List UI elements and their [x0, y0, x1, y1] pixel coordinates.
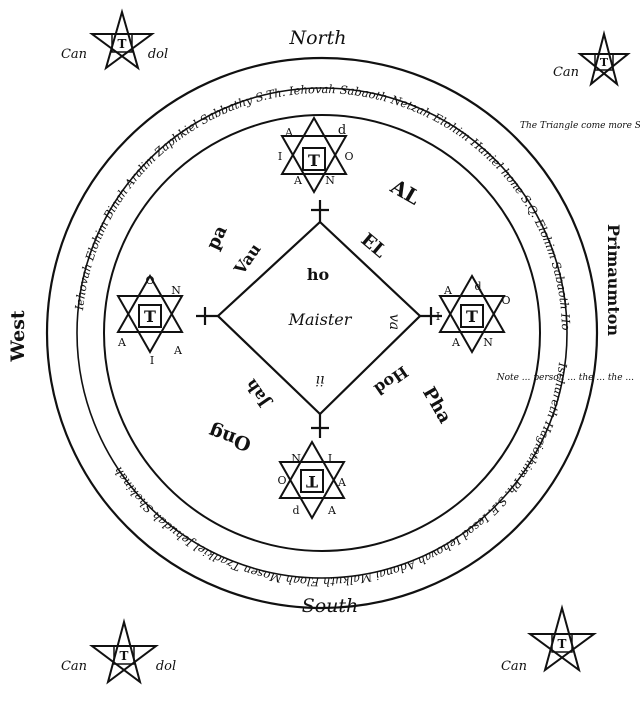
star-point-letter: d [292, 504, 299, 517]
word-vau: Vau [230, 240, 265, 279]
word-ong: Ong [206, 420, 255, 456]
cross-top [311, 200, 329, 222]
star-point-letter: O [344, 150, 353, 163]
star-point-letter: A [117, 336, 127, 349]
star-point-letter: d [474, 280, 481, 293]
corner-label-left: Can [61, 47, 87, 62]
word-el: EL [357, 229, 391, 262]
word-jah: Jah [241, 375, 275, 412]
star-point-letter: N [171, 284, 181, 297]
pentagram-letter: T [600, 56, 609, 69]
direction-north: North [288, 27, 346, 49]
pentagram-bottom-right: T Can [501, 604, 598, 674]
direction-south: South [302, 595, 359, 617]
star-point-letter: A [337, 476, 347, 489]
star-point-letter: A [284, 126, 294, 139]
word-pa: pa [202, 222, 231, 253]
inner-circle [103, 114, 541, 552]
pentagram-top-right: T Can [553, 30, 631, 87]
direction-east: Primaumton [604, 224, 623, 336]
star-point-letter: N [483, 336, 493, 349]
hexagram-right: T A d N A I O [436, 273, 511, 355]
star-point-letter: A [327, 504, 337, 517]
hexagram-top: T A d N A I O [278, 115, 354, 195]
star-center-letter: T [306, 472, 318, 491]
star-point-letter: A [451, 336, 461, 349]
corner-label-right: dol [156, 659, 176, 674]
pentagram-top-left: T Can dol [61, 8, 168, 71]
corner-label-left: Can [61, 659, 87, 674]
pentagram-letter: T [558, 637, 567, 651]
word-al: AL [386, 174, 424, 210]
word-va: va [386, 314, 402, 330]
star-center-letter: T [308, 151, 320, 170]
hexagram-left: T O N A A I [116, 273, 184, 367]
star-point-letter: I [150, 354, 154, 367]
star-center-letter: T [466, 307, 478, 326]
word-hod: Hod [371, 362, 412, 399]
star-center-letter: T [144, 307, 156, 326]
word-maister: Maister [288, 310, 353, 329]
star-point-letter: I [278, 150, 282, 163]
corner-label-left: Can [501, 659, 527, 674]
pentagram-letter: T [118, 37, 127, 51]
star-point-letter: N [325, 174, 335, 187]
outer-ring-inner [76, 87, 568, 579]
pentagram-bottom-left: T Can dol [61, 618, 176, 685]
cross-right [420, 307, 442, 325]
star-point-letter: O [501, 294, 510, 307]
word-ii: ii [316, 372, 325, 388]
margin-note-right: Note ... person ... the ... the ... [496, 373, 634, 383]
star-point-letter: A [173, 344, 183, 357]
star-point-letter: d [338, 123, 346, 138]
star-point-letter: I [328, 452, 332, 465]
hexagram-bottom: T N I O A d A [277, 439, 347, 521]
star-point-letter: A [443, 284, 453, 297]
star-point-letter: I [436, 310, 440, 323]
margin-note-top-right: The Triangle come more Spirits of his t.… [520, 121, 640, 131]
star-point-letter: O [145, 274, 154, 287]
star-point-letter: O [277, 474, 286, 487]
word-ho: ho [307, 265, 330, 284]
cross-bottom [311, 414, 329, 438]
pentagram-letter: T [120, 649, 129, 663]
direction-west: West [7, 310, 29, 363]
star-point-letter: N [291, 452, 301, 465]
outer-ring-outer [45, 56, 599, 610]
corner-label-left: Can [553, 65, 579, 80]
corner-label-right: dol [148, 47, 168, 62]
word-pha: Pha [418, 383, 455, 427]
cross-left [196, 307, 218, 325]
star-point-letter: A [293, 174, 303, 187]
